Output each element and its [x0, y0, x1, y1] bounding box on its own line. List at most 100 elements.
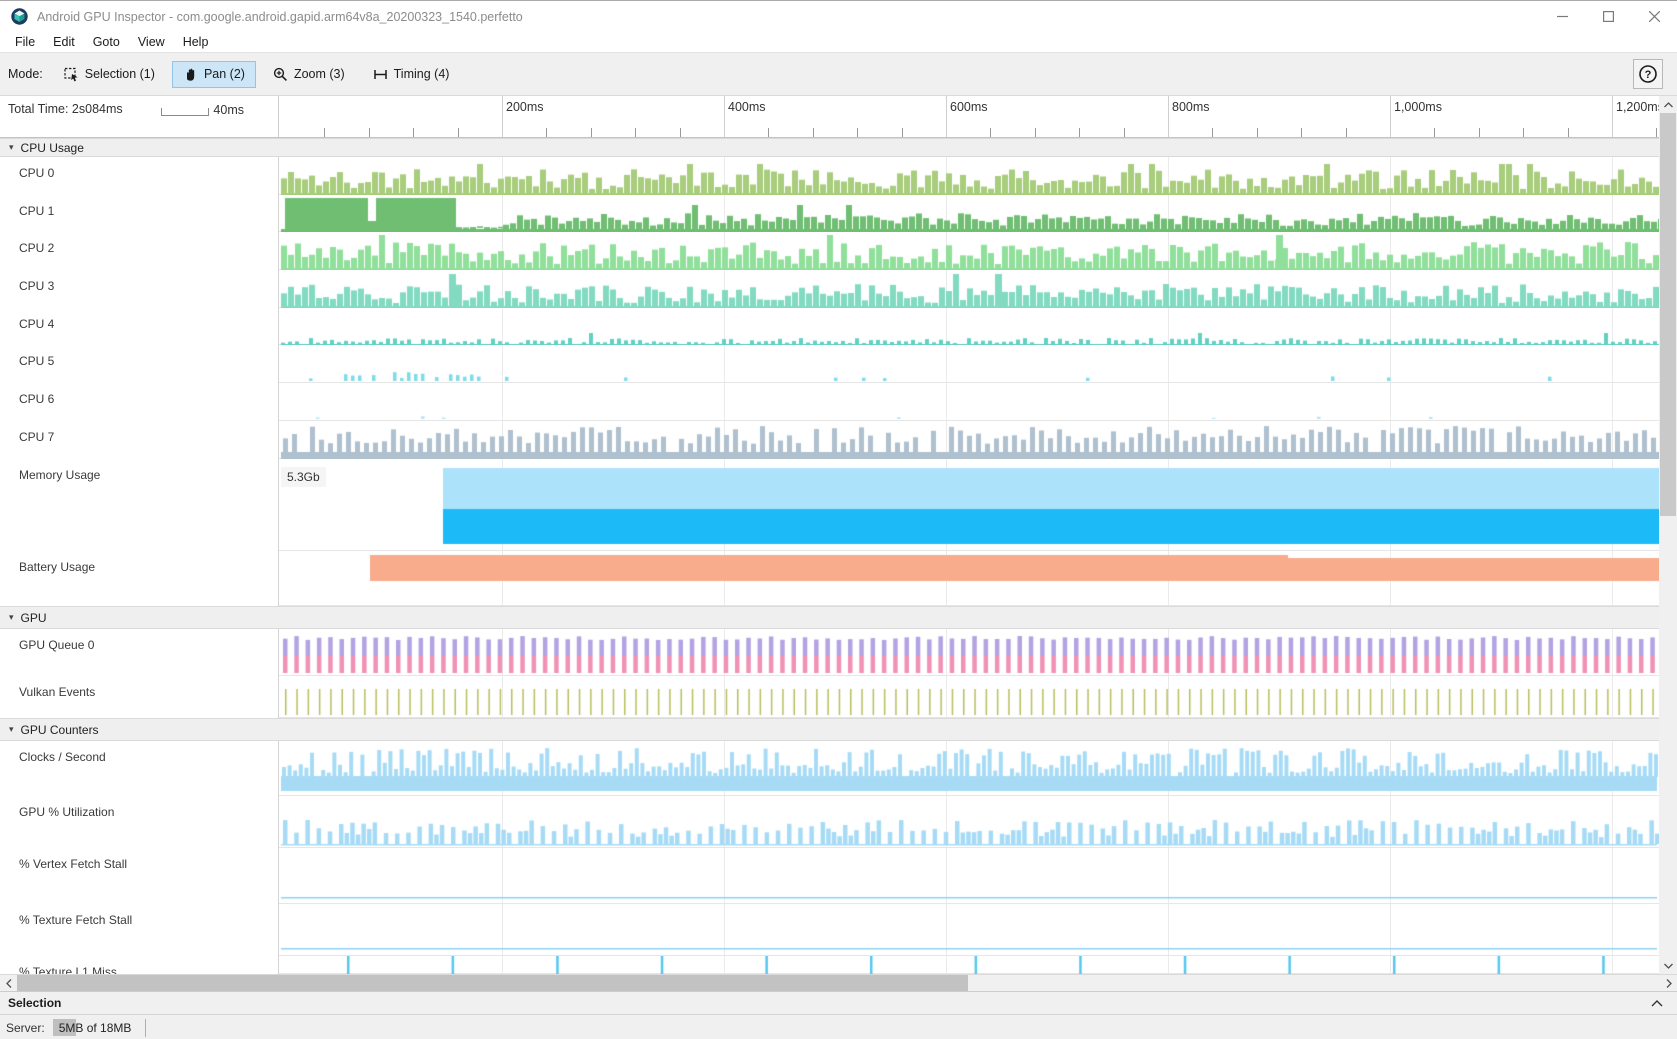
mode-label: Mode: — [8, 67, 43, 81]
mode-button-selection[interactable]: Selection (1) — [53, 61, 166, 88]
section-label: CPU Usage — [21, 141, 84, 155]
scroll-up-icon[interactable] — [1659, 96, 1677, 113]
menu-item-edit[interactable]: Edit — [44, 33, 84, 51]
track-label: GPU % Utilization — [0, 796, 279, 848]
ruler-minor-tick — [1257, 128, 1258, 137]
mode-button-label: Selection (1) — [85, 67, 155, 81]
track-timeline-cpu-2[interactable] — [279, 232, 1659, 270]
help-button[interactable]: ? — [1633, 59, 1663, 89]
mode-button-pan[interactable]: Pan (2) — [172, 61, 256, 88]
section-header-gpu[interactable]: ▾GPU — [0, 606, 1677, 629]
track-timeline--texture-fetch-stall[interactable] — [279, 904, 1659, 956]
ruler-minor-tick — [1656, 128, 1657, 137]
track-row--texture-l1-miss: % Texture L1 Miss — [0, 956, 1677, 974]
track-label: CPU 3 — [0, 270, 279, 308]
track-timeline-vulkan-events[interactable] — [279, 676, 1659, 718]
selection-panel-header[interactable]: Selection — [0, 991, 1677, 1014]
total-time-label: Total Time: 2s084ms — [8, 102, 123, 116]
ruler-minor-tick — [591, 128, 592, 137]
track-canvas — [279, 796, 1659, 848]
ruler-major-tick — [724, 96, 725, 137]
ruler-tick-label: 200ms — [506, 100, 544, 114]
menu-item-help[interactable]: Help — [174, 33, 218, 51]
ruler-minor-tick — [546, 128, 547, 137]
ruler-minor-tick — [1523, 128, 1524, 137]
menu-item-file[interactable]: File — [6, 33, 44, 51]
track-timeline-cpu-3[interactable] — [279, 270, 1659, 308]
track-canvas — [279, 157, 1659, 195]
track-timeline-cpu-4[interactable] — [279, 308, 1659, 345]
ruler-minor-tick — [458, 128, 459, 137]
horizontal-scroll-thumb[interactable] — [17, 975, 968, 991]
track-row-cpu-6: CPU 6 — [0, 383, 1677, 421]
ruler-minor-tick — [413, 128, 414, 137]
ruler-minor-tick — [990, 128, 991, 137]
ruler-summary-cell: Total Time: 2s084ms 40ms — [0, 96, 279, 137]
ruler-minor-tick — [1346, 128, 1347, 137]
track-row-cpu-1: CPU 1 — [0, 195, 1677, 232]
track-timeline-cpu-0[interactable] — [279, 157, 1659, 195]
mode-toolbar: Mode: Selection (1) Pan (2) Zoom (3)Timing… — [0, 52, 1677, 96]
ruler-major-tick — [946, 96, 947, 137]
track-canvas — [279, 551, 1659, 606]
menu-item-view[interactable]: View — [129, 33, 174, 51]
track-timeline-cpu-6[interactable] — [279, 383, 1659, 421]
track-timeline-memory-usage[interactable]: 5.3Gb — [279, 459, 1659, 551]
track-row-memory-usage: Memory Usage5.3Gb — [0, 459, 1677, 551]
track-label: CPU 1 — [0, 195, 279, 232]
track-canvas — [279, 421, 1659, 459]
track-timeline-cpu-1[interactable] — [279, 195, 1659, 232]
collapse-triangle-icon[interactable]: ▾ — [9, 724, 14, 735]
ruler-minor-tick — [768, 128, 769, 137]
maximize-button[interactable] — [1585, 1, 1631, 32]
track-row-cpu-0: CPU 0 — [0, 157, 1677, 195]
track-row-cpu-5: CPU 5 — [0, 345, 1677, 383]
scroll-right-icon[interactable] — [1660, 975, 1677, 991]
track-timeline-gpu-utilization[interactable] — [279, 796, 1659, 848]
vertical-scrollbar[interactable] — [1659, 96, 1677, 974]
scroll-down-icon[interactable] — [1659, 957, 1677, 974]
track-timeline--vertex-fetch-stall[interactable] — [279, 848, 1659, 904]
track-canvas — [279, 741, 1659, 796]
track-timeline-clocks-second[interactable] — [279, 741, 1659, 796]
track-label: CPU 0 — [0, 157, 279, 195]
mode-button-label: Pan (2) — [204, 67, 245, 81]
time-ruler[interactable]: 200ms400ms600ms800ms1,000ms1,200ms — [279, 96, 1659, 137]
mode-button-zoom[interactable]: Zoom (3) — [262, 61, 356, 88]
mode-button-timing[interactable]: Timing (4) — [362, 61, 461, 88]
track-label: CPU 2 — [0, 232, 279, 270]
section-header-cpu-usage[interactable]: ▾ CPU Usage — [0, 138, 1677, 157]
chevron-up-icon[interactable] — [1651, 994, 1663, 1012]
ruler-major-tick — [502, 96, 503, 137]
track-timeline-battery-usage[interactable] — [279, 551, 1659, 606]
track-row-gpu-queue-0: GPU Queue 0 — [0, 629, 1677, 676]
server-memory-text: 5MB of 18MB — [53, 1021, 138, 1035]
menu-item-goto[interactable]: Goto — [84, 33, 129, 51]
collapse-triangle-icon[interactable]: ▾ — [9, 612, 14, 623]
track-timeline-cpu-7[interactable] — [279, 421, 1659, 459]
ruler-minor-tick — [1434, 128, 1435, 137]
vertical-scroll-thumb[interactable] — [1660, 113, 1676, 516]
close-button[interactable] — [1631, 1, 1677, 32]
window-title: Android GPU Inspector - com.google.andro… — [37, 10, 1539, 24]
timing-icon — [373, 67, 388, 82]
section-header-gpu-counters[interactable]: ▾GPU Counters — [0, 718, 1677, 741]
track-timeline--texture-l1-miss[interactable] — [279, 956, 1659, 974]
track-label: % Texture Fetch Stall — [0, 904, 279, 956]
horizontal-scroll-track[interactable] — [968, 975, 1660, 991]
track-timeline-gpu-queue-0[interactable] — [279, 629, 1659, 676]
ruler-minor-tick — [1479, 128, 1480, 137]
horizontal-scrollbar[interactable] — [0, 974, 1677, 991]
ruler-tick-label: 1,000ms — [1394, 100, 1442, 114]
track-label: CPU 7 — [0, 421, 279, 459]
scroll-left-icon[interactable] — [0, 975, 17, 991]
collapse-triangle-icon[interactable]: ▾ — [9, 142, 14, 153]
track-canvas — [279, 383, 1659, 421]
minimize-button[interactable] — [1539, 1, 1585, 32]
track-timeline-cpu-5[interactable] — [279, 345, 1659, 383]
track-label: Vulkan Events — [0, 676, 279, 718]
track-canvas — [279, 956, 1659, 974]
track-label: CPU 5 — [0, 345, 279, 383]
ruler-tick-label: 600ms — [950, 100, 988, 114]
